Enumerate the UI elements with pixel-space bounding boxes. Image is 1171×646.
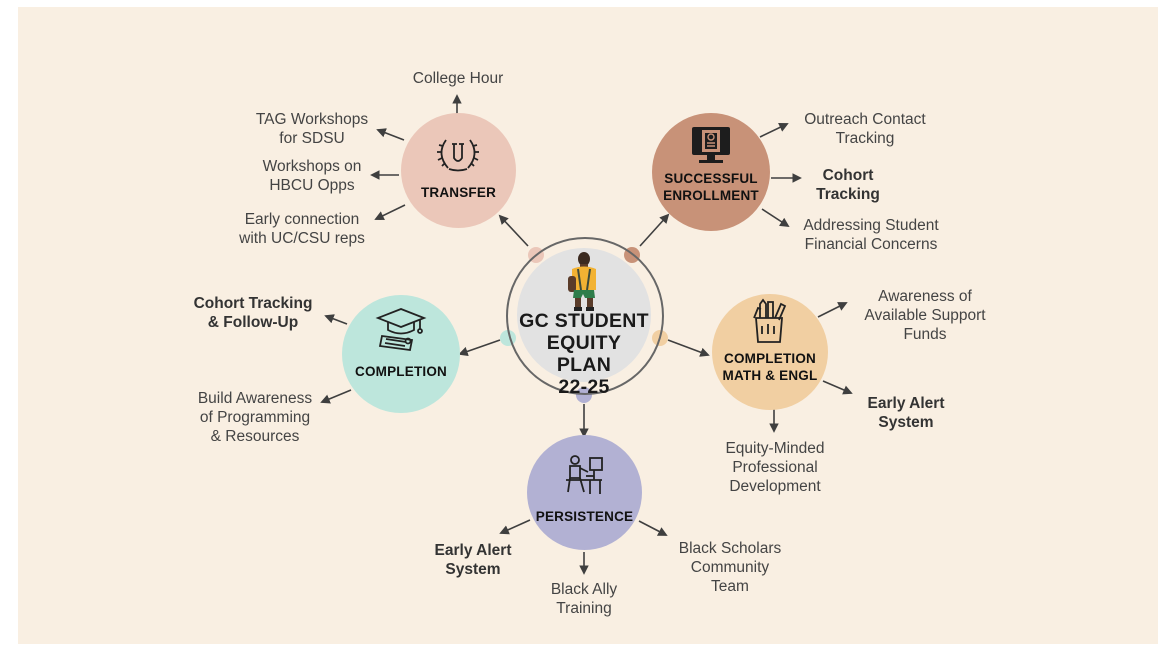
transfer-item-early-line1: Early connection xyxy=(244,211,360,228)
transfer-title: TRANSFER xyxy=(420,185,497,200)
transfer-item-early-line2: with UC/CSU reps xyxy=(239,230,365,247)
completion-math-engl-title: COMPLETION MATH & ENGL xyxy=(712,350,828,384)
arrow-center-transfer xyxy=(498,214,529,247)
center-title-line2: EQUITY PLAN xyxy=(546,332,622,376)
persistence-item-scholars-line3: Team xyxy=(711,578,749,595)
persistence-item-black-ally: Black Ally Training xyxy=(524,580,644,618)
persistence-item-ally-line1: Black Ally xyxy=(550,581,618,598)
arrow-enrollment-financial xyxy=(761,208,790,228)
arrow-persistence-alert xyxy=(499,519,531,535)
transfer-item-tag: TAG Workshops for SDSU xyxy=(232,110,392,148)
math-item-awareness-line1: Awareness of xyxy=(878,288,972,305)
transfer-item-college-hour-text: College Hour xyxy=(412,70,504,87)
math-item-equity-line1: Equity-Minded xyxy=(725,440,825,457)
persistence-item-ally-line2: Training xyxy=(556,600,612,617)
math-item-equity-line2: Professional xyxy=(732,459,818,476)
arrow-center-completion-left xyxy=(458,339,501,356)
persistence-item-black-scholars: Black Scholars Community Team xyxy=(655,539,805,596)
completion-math-engl-title-line1: COMPLETION xyxy=(724,351,816,366)
enrollment-item-cohort: Cohort Tracking xyxy=(798,166,898,204)
center-title: GC STUDENT EQUITY PLAN 22-25 xyxy=(517,310,651,398)
math-item-early-alert-line1: Early Alert xyxy=(867,395,945,412)
transfer-item-hbcu-line1: Workshops on xyxy=(262,158,362,175)
pencil-cup-icon xyxy=(753,298,787,343)
transfer-item-college-hour: College Hour xyxy=(398,69,518,88)
arrow-math-early-alert xyxy=(822,380,853,395)
enrollment-item-cohort-line2: Tracking xyxy=(816,186,880,203)
transfer-item-tag-line2: for SDSU xyxy=(279,130,345,147)
transfer-item-hbcu-line2: HBCU Opps xyxy=(269,177,355,194)
enrollment-item-financial-line1: Addressing Student xyxy=(803,217,939,234)
completion-item-cohort-line2: & Follow-Up xyxy=(207,314,299,331)
center-title-line3: 22-25 xyxy=(558,376,610,398)
persistence-item-scholars-line2: Community xyxy=(690,559,770,576)
persistence-title: PERSISTENCE xyxy=(535,509,634,524)
enrollment-item-financial-line2: Financial Concerns xyxy=(804,236,938,253)
completion-math-engl-hub xyxy=(712,294,828,410)
enrollment-item-outreach-line1: Outreach Contact xyxy=(804,111,926,128)
math-item-awareness: Awareness of Available Support Funds xyxy=(850,287,1000,344)
arrow-completion-build xyxy=(320,389,352,404)
arrow-center-completion-right xyxy=(667,339,710,357)
math-item-early-alert-line2: System xyxy=(878,414,934,431)
transfer-item-hbcu: Workshops on HBCU Opps xyxy=(232,157,392,195)
persistence-item-early-alert-line1: Early Alert xyxy=(434,542,512,559)
enrollment-title-line1: SUCCESSFUL xyxy=(664,171,758,186)
arrow-transfer-early xyxy=(374,204,406,220)
arrow-persistence-scholars xyxy=(638,520,668,536)
enrollment-title-line2: ENROLLMENT xyxy=(663,188,759,203)
arrow-math-awareness xyxy=(817,302,848,318)
completion-item-build-line2: of Programming xyxy=(199,409,311,426)
completion-title: COMPLETION xyxy=(355,364,447,379)
computer-checklist-icon xyxy=(692,127,730,163)
math-item-awareness-line2: Available Support xyxy=(864,307,986,324)
transfer-item-early-connection: Early connection with UC/CSU reps xyxy=(212,210,392,248)
arrow-transfer-tag xyxy=(376,128,405,141)
university-laurel-icon xyxy=(437,139,479,172)
completion-item-build-awareness: Build Awareness of Programming & Resourc… xyxy=(180,389,330,446)
graduation-cap-diploma-icon xyxy=(375,308,427,352)
enrollment-item-outreach: Outreach Contact Tracking xyxy=(790,110,940,148)
enrollment-item-cohort-line1: Cohort xyxy=(822,167,874,184)
math-item-early-alert: Early Alert System xyxy=(846,394,966,432)
enrollment-item-financial: Addressing Student Financial Concerns xyxy=(786,216,956,254)
student-studying-desk-icon xyxy=(566,455,603,494)
math-item-equity-line3: Development xyxy=(729,478,821,495)
student-illustration-icon xyxy=(568,252,596,311)
enrollment-title: SUCCESSFUL ENROLLMENT xyxy=(652,170,770,204)
completion-item-build-line1: Build Awareness xyxy=(197,390,313,407)
arrow-center-enrollment xyxy=(639,213,670,247)
completion-hub xyxy=(342,295,460,413)
persistence-item-early-alert: Early Alert System xyxy=(413,541,533,579)
enrollment-item-outreach-line2: Tracking xyxy=(835,130,895,147)
transfer-item-tag-line1: TAG Workshops xyxy=(255,111,369,128)
math-item-equity-minded: Equity-Minded Professional Development xyxy=(700,439,850,496)
persistence-item-scholars-line1: Black Scholars xyxy=(678,540,782,557)
completion-item-cohort-line1: Cohort Tracking xyxy=(193,295,313,312)
completion-item-cohort-tracking: Cohort Tracking & Follow-Up xyxy=(178,294,328,332)
completion-math-engl-title-line2: MATH & ENGL xyxy=(722,368,818,383)
arrow-enrollment-outreach xyxy=(759,123,789,138)
math-item-awareness-line3: Funds xyxy=(903,326,947,343)
completion-item-build-line3: & Resources xyxy=(210,428,300,445)
center-ring xyxy=(506,237,664,395)
arrow-completion-cohort xyxy=(324,314,348,325)
persistence-item-early-alert-line2: System xyxy=(445,561,501,578)
persistence-hub xyxy=(527,435,642,550)
center-title-line1: GC STUDENT xyxy=(519,310,649,332)
